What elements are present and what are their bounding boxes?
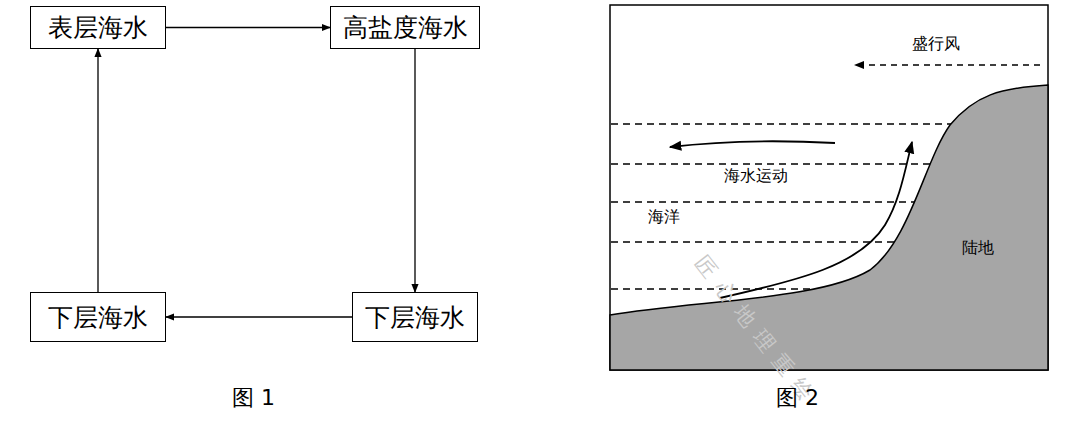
part-label: 海水运动 <box>724 166 788 187</box>
part-label: 盛行风 <box>912 34 960 55</box>
flow-arrow <box>166 27 330 28</box>
process-box: 表层海水 <box>30 6 166 49</box>
part-label: 陆地 <box>962 238 994 259</box>
upwelling-arrow <box>720 142 912 298</box>
flow-arrow <box>414 49 415 292</box>
box-text: 表层海水 <box>48 11 148 44</box>
figure-caption: 图 2 <box>776 383 819 413</box>
box-text: 高盐度海水 <box>343 11 468 44</box>
figure-caption: 图 1 <box>232 383 275 413</box>
box-text: 下层海水 <box>365 301 465 334</box>
process-box: 下层海水 <box>352 292 478 342</box>
flow-arrow <box>97 49 98 292</box>
box-text: 下层海水 <box>48 301 148 334</box>
part-label: 海洋 <box>648 207 680 228</box>
wind-arrow <box>855 64 1040 66</box>
surface-flow-arrow <box>670 141 835 147</box>
land <box>610 85 1048 370</box>
process-box: 下层海水 <box>30 292 166 342</box>
process-box: 高盐度海水 <box>330 6 480 49</box>
flow-arrow <box>166 316 352 317</box>
frame <box>610 5 1048 370</box>
